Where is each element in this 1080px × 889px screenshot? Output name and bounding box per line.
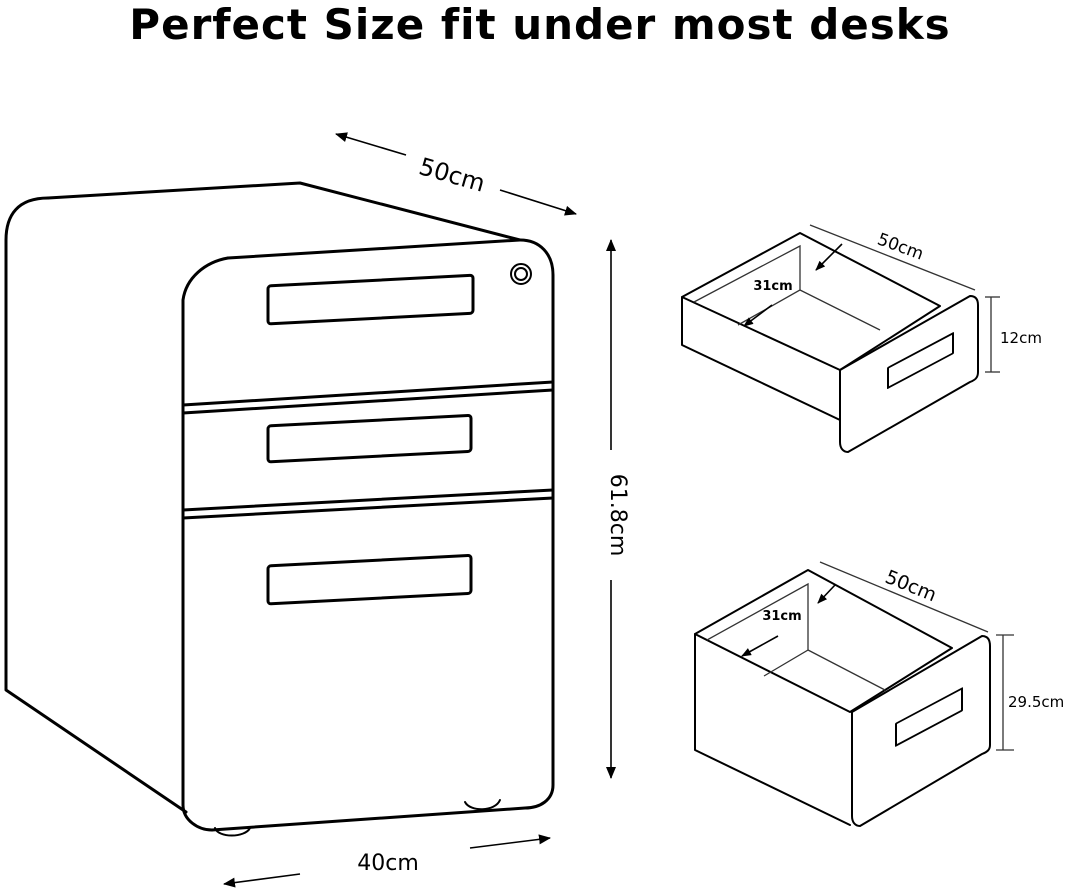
cabinet-side-panel <box>4 196 188 814</box>
cabinet-top <box>46 181 522 260</box>
small-drawer-depth-label: 31cm <box>753 279 792 294</box>
file-cabinet <box>4 181 555 837</box>
bottom-drawer-handle <box>266 553 473 606</box>
small-drawer <box>681 232 979 453</box>
small-drawer-handle <box>887 332 954 389</box>
cabinet-width-label: 50cm <box>416 152 488 197</box>
caster-front <box>214 827 251 837</box>
cabinet-front-edge <box>181 256 230 832</box>
small-drawer-front <box>839 295 979 453</box>
drawer-divider-bottom-lower <box>181 496 555 520</box>
middle-drawer-handle <box>266 413 473 464</box>
small-drawer-width-label: 50cm <box>875 230 927 265</box>
large-drawer <box>694 569 991 827</box>
cabinet-height-label: 61.8cm <box>605 474 630 557</box>
cabinet-width-arrow-left <box>335 132 407 156</box>
large-drawer-front <box>851 635 991 827</box>
cabinet-depth-label: 40cm <box>357 851 419 876</box>
cabinet-depth-arrow-left <box>223 873 301 888</box>
drawer-divider-bottom <box>181 488 555 512</box>
caster-rear <box>464 799 501 811</box>
top-drawer-handle <box>266 273 475 326</box>
lock-icon <box>510 263 532 285</box>
cabinet-width-arrow-right <box>499 189 577 216</box>
small-drawer-height-label: 12cm <box>1000 329 1042 347</box>
large-drawer-depth-label: 31cm <box>762 609 801 624</box>
cabinet-front-right <box>210 238 555 832</box>
cabinet-depth-arrow-right <box>469 834 551 849</box>
drawer-divider-top-lower <box>181 388 555 415</box>
large-drawer-handle <box>895 687 963 747</box>
large-drawer-height-label: 29.5cm <box>1008 693 1064 711</box>
drawer-divider-top <box>181 380 555 407</box>
page-title: Perfect Size fit under most desks <box>129 0 951 49</box>
